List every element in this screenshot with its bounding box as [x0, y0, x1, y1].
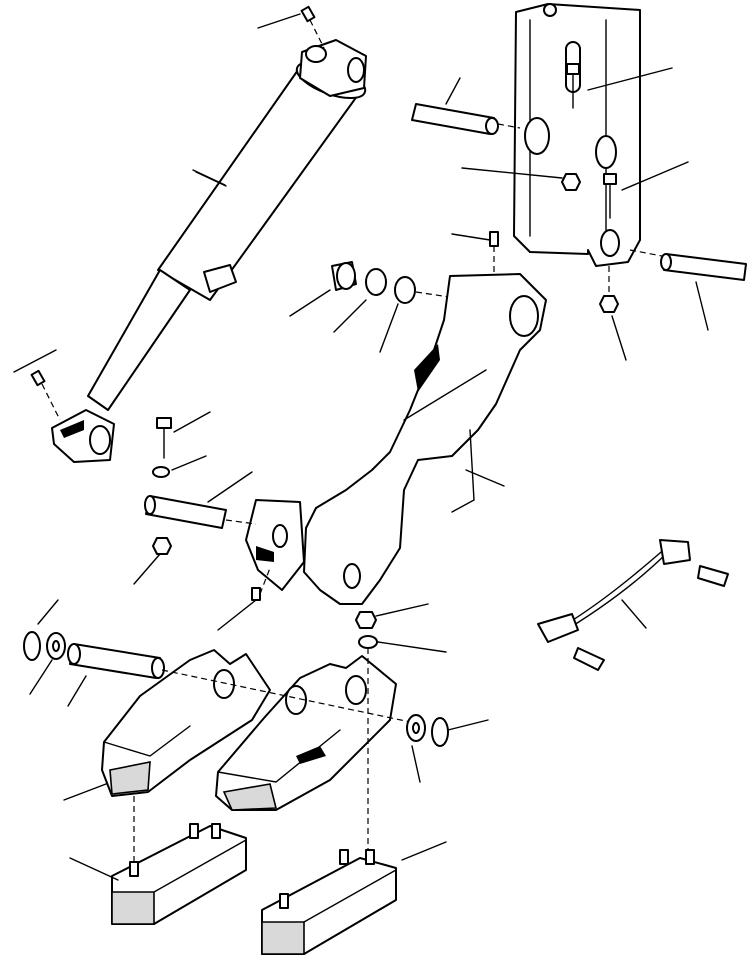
rubber-pad-left: [111, 796, 247, 925]
cylinder-head-eye: [299, 39, 367, 97]
washer-right: [406, 714, 426, 742]
cylinder-rod-eye: [51, 409, 115, 463]
pin-arm: [144, 495, 257, 529]
bolt-bracket-upper: [566, 63, 580, 109]
mounting-bracket: [513, 3, 641, 267]
leader-lines: [13, 13, 709, 881]
axle-pin: [67, 643, 421, 725]
bolt-bracket-lower: [603, 173, 617, 219]
pin-lower-right: [629, 249, 747, 281]
pin-upper: [411, 103, 521, 135]
washer-arm: [152, 466, 170, 478]
grouser-shoe-left: [101, 649, 271, 797]
arm-clevis-left: [245, 499, 305, 591]
snap-ring-right: [431, 717, 449, 747]
grease-fitting-arm: [489, 231, 499, 272]
nut-bottom: [355, 611, 377, 629]
bushing-2: [365, 268, 387, 296]
grease-fitting-cylinder-bottom: [30, 369, 61, 421]
washer-left: [46, 632, 66, 660]
cylinder-gland: [203, 264, 237, 293]
grouser-shoe-right: [215, 655, 397, 811]
rubber-pad-right: [261, 849, 397, 955]
bolt-arm: [156, 417, 172, 459]
nut-bracket-left: [561, 173, 581, 191]
cable-assembly: [537, 539, 729, 671]
swing-arm: [303, 273, 547, 605]
hydraulic-cylinder: [51, 39, 367, 463]
nut-arm: [152, 537, 172, 555]
bushing-1: [331, 261, 357, 291]
nut-bracket-right: [599, 266, 619, 313]
snap-ring-left: [23, 631, 41, 661]
cylinder-rod: [87, 269, 191, 411]
washer-bottom: [358, 635, 378, 850]
grease-fitting-cylinder-top: [300, 5, 325, 49]
